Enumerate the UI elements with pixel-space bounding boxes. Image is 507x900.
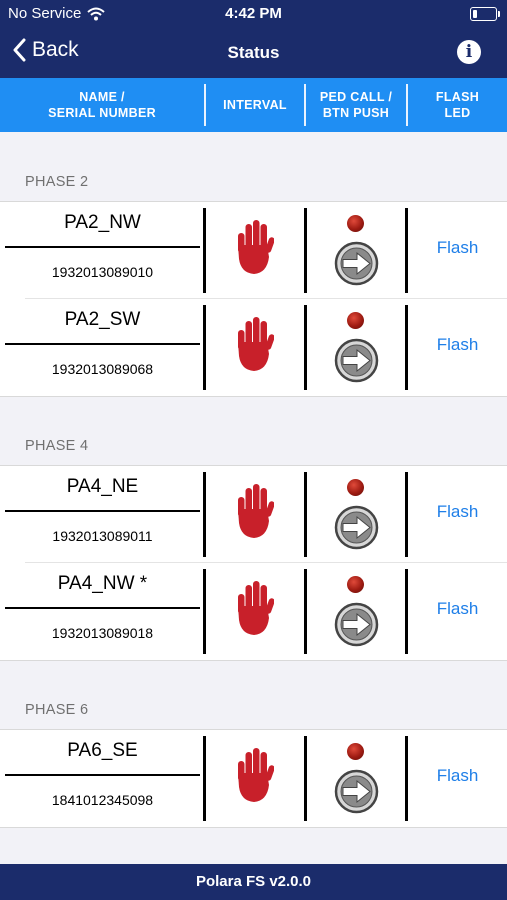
status-bar: No Service 4:42 PM: [0, 0, 507, 28]
push-button-arrow-icon: [334, 769, 379, 814]
device-row: PA4_NW * 1932013089018: [0, 563, 507, 660]
flash-led-button[interactable]: Flash: [436, 335, 479, 354]
ped-call-led-indicator: [347, 215, 364, 232]
device-row: PA2_SW 1932013089068: [0, 299, 507, 396]
device-serial: 1932013089018: [51, 625, 154, 641]
info-icon[interactable]: i: [457, 40, 481, 64]
cell-divider: [203, 569, 206, 654]
row-separator: [25, 298, 507, 299]
dont-walk-hand-icon: [238, 317, 274, 371]
navigation-bar: Back Status i: [0, 28, 507, 78]
device-name: PA2_NW: [64, 212, 141, 233]
cell-divider: [203, 736, 206, 821]
device-serial: 1932013089010: [51, 264, 154, 280]
cell-divider: [304, 305, 307, 390]
dont-walk-hand-icon: [238, 484, 274, 538]
device-serial: 1932013089068: [51, 361, 154, 377]
device-name: PA4_NE: [66, 476, 139, 497]
name-divider: [5, 246, 200, 248]
chevron-left-icon: [13, 38, 26, 62]
cell-divider: [405, 472, 408, 557]
push-button-arrow-icon: [334, 338, 379, 383]
status-time: 4:42 PM: [225, 5, 282, 22]
cell-divider: [405, 305, 408, 390]
cell-divider: [304, 569, 307, 654]
cell-divider: [405, 736, 408, 821]
device-row: PA4_NE 1932013089011: [0, 466, 507, 563]
section-phase-4: PA4_NE 1932013089011: [0, 465, 507, 661]
cell-divider: [203, 305, 206, 390]
column-header: NAME / SERIAL NUMBER INTERVAL PED CALL /…: [0, 78, 507, 132]
cell-divider: [203, 208, 206, 293]
ped-call-led-indicator: [347, 479, 364, 496]
name-divider: [5, 607, 200, 609]
dont-walk-hand-icon: [238, 581, 274, 635]
name-divider: [5, 510, 200, 512]
device-row: PA2_NW 1932013089010: [0, 202, 507, 299]
section-label-phase-4: PHASE 4: [25, 438, 89, 454]
cell-divider: [304, 208, 307, 293]
push-button-arrow-icon: [334, 241, 379, 286]
device-serial: 1932013089011: [52, 528, 153, 544]
column-divider: [304, 84, 306, 126]
name-divider: [5, 774, 200, 776]
version-footer: Polara FS v2.0.0: [0, 864, 507, 900]
cell-divider: [304, 736, 307, 821]
ped-call-led-indicator: [347, 576, 364, 593]
dont-walk-hand-icon: [238, 748, 274, 802]
device-row: PA6_SE 1841012345098: [0, 730, 507, 827]
top-bar: No Service 4:42 PM Back Status i: [0, 0, 507, 78]
ped-call-led-indicator: [347, 743, 364, 760]
device-serial: 1841012345098: [51, 792, 154, 808]
ped-call-led-indicator: [347, 312, 364, 329]
cell-divider: [405, 569, 408, 654]
section-label-phase-2: PHASE 2: [25, 174, 89, 190]
column-name-serial: NAME / SERIAL NUMBER: [48, 90, 156, 120]
back-button[interactable]: Back: [12, 38, 79, 62]
device-name: PA2_SW: [64, 309, 141, 330]
column-divider: [406, 84, 408, 126]
page-title: Status: [227, 43, 280, 62]
section-label-phase-6: PHASE 6: [25, 702, 89, 718]
carrier-group: No Service: [8, 5, 106, 22]
flash-led-button[interactable]: Flash: [436, 599, 479, 618]
column-ped-call: PED CALL / BTN PUSH: [319, 90, 393, 120]
push-button-arrow-icon: [334, 505, 379, 550]
battery-icon: [470, 7, 500, 21]
flash-led-button[interactable]: Flash: [436, 238, 479, 257]
dont-walk-hand-icon: [238, 220, 274, 274]
wifi-icon: [87, 7, 106, 20]
name-divider: [5, 343, 200, 345]
row-separator: [25, 562, 507, 563]
cell-divider: [304, 472, 307, 557]
section-phase-6: PA6_SE 1841012345098: [0, 729, 507, 828]
flash-led-button[interactable]: Flash: [436, 502, 479, 521]
back-label: Back: [32, 38, 79, 61]
carrier-label: No Service: [8, 5, 82, 22]
device-name: PA4_NW *: [57, 573, 148, 594]
cell-divider: [405, 208, 408, 293]
column-divider: [204, 84, 206, 126]
column-flash-led: FLASH LED: [435, 90, 480, 120]
device-name: PA6_SE: [67, 740, 138, 761]
status-list[interactable]: PHASE 2 PA2_NW 1932013089010: [0, 132, 507, 864]
push-button-arrow-icon: [334, 602, 379, 647]
flash-led-button[interactable]: Flash: [436, 766, 479, 785]
cell-divider: [203, 472, 206, 557]
column-interval: INTERVAL: [223, 98, 287, 112]
section-phase-2: PA2_NW 1932013089010: [0, 201, 507, 397]
